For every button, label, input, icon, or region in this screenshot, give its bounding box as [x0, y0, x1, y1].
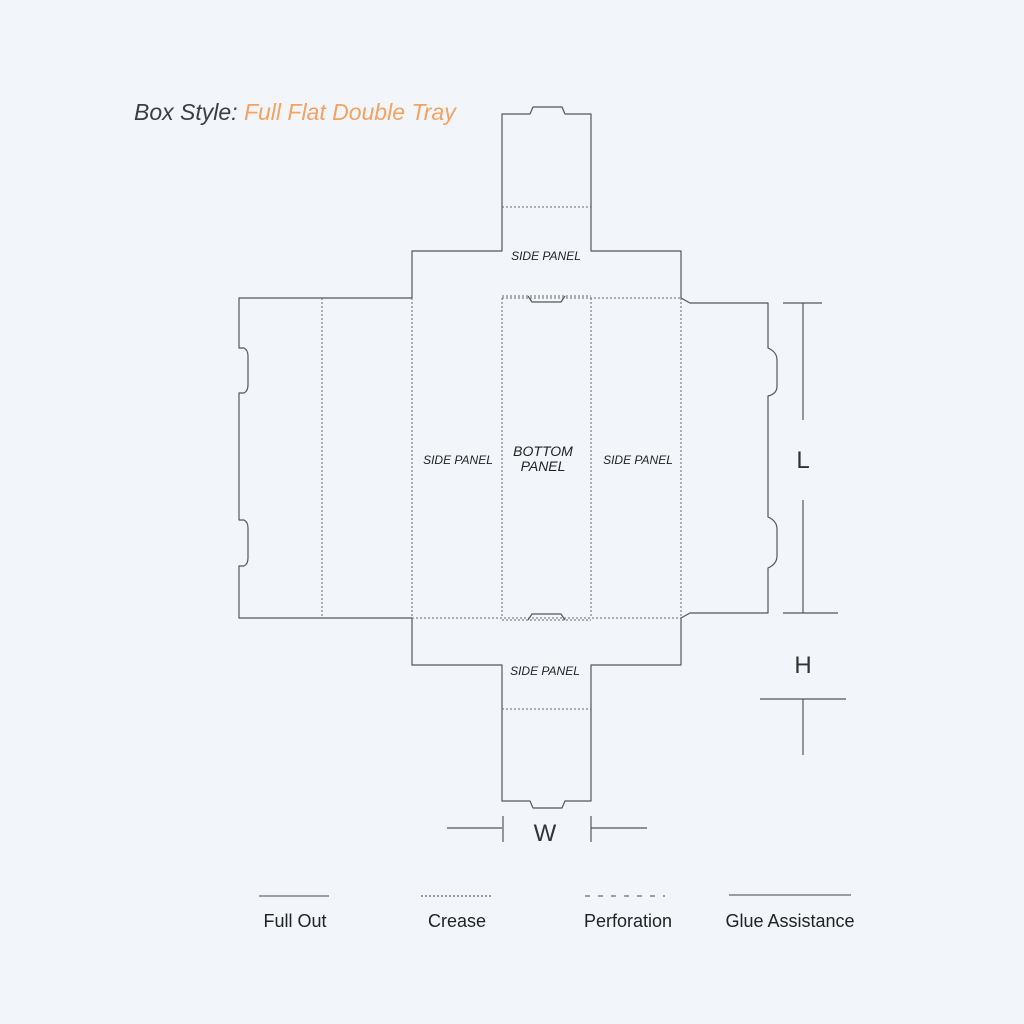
dimension-labels: L H W: [534, 447, 812, 847]
bottom-flap-outline: [501, 709, 592, 809]
left-flap-outline: [238, 297, 412, 619]
dimension-markers: [447, 302, 846, 842]
box-style-title: Box Style: Full Flat Double Tray: [134, 99, 456, 126]
height-label: H: [794, 652, 811, 679]
top-flap-outline: [501, 106, 592, 207]
side-panel-top-label: SIDE PANEL: [511, 249, 581, 263]
legend-crease-label: Crease: [427, 911, 487, 931]
legend-swatches: [259, 894, 851, 897]
side-panel-bottom-label: SIDE PANEL: [510, 664, 580, 678]
bottom-panel-label-line1: BOTTOM: [513, 443, 573, 459]
side-panel-left-label: SIDE PANEL: [423, 453, 493, 467]
legend-glue-label: Glue Assistance: [725, 911, 855, 931]
side-panel-right-label: SIDE PANEL: [603, 453, 673, 467]
width-label: W: [534, 820, 557, 847]
right-flap-outline: [680, 297, 778, 619]
bottom-side-panel-outline: [411, 618, 682, 709]
legend-perforation-label: Perforation: [583, 911, 673, 931]
panel-labels: SIDE PANEL SIDE PANEL BOTTOM PANEL SIDE …: [423, 249, 673, 678]
top-side-panel-outline: [411, 207, 682, 298]
legend-full-out-label: Full Out: [263, 911, 327, 931]
title-prefix: Box Style:: [134, 99, 238, 125]
bottom-inner-notch: [527, 613, 566, 621]
cut-lines: [238, 106, 778, 809]
title-value: Full Flat Double Tray: [243, 99, 456, 125]
length-label: L: [796, 447, 809, 474]
crease-lines: [321, 206, 682, 710]
top-inner-notch: [527, 295, 566, 303]
bottom-panel-label-line2: PANEL: [521, 458, 566, 474]
